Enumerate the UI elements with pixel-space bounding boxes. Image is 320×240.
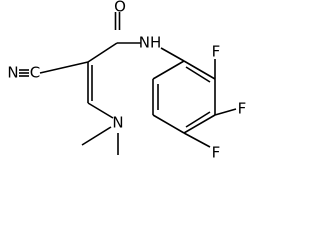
- atom-label-fluorine-3: F: [238, 100, 247, 118]
- chemical-structure-diagram: O NH N C N F F F: [7, 0, 246, 162]
- bond-amine-methyl-2: [81, 126, 112, 146]
- bond-layer: [19, 12, 237, 155]
- bond-c4-f: [183, 132, 211, 148]
- bond-ring-inner-1: [185, 66, 211, 83]
- atom-label-amide-nitrogen: NH: [139, 34, 162, 52]
- bond-carbonyl-alpha: [87, 42, 118, 63]
- bond-nh-ring: [160, 47, 185, 62]
- bond-ring-c6-c1: [152, 60, 185, 80]
- atom-label-fluorine-2: F: [212, 43, 221, 61]
- atom-label-oxygen: O: [114, 0, 126, 16]
- bond-vinyl-amine: [87, 102, 114, 119]
- bond-alpha-nitrile: [39, 61, 89, 74]
- bond-c3-f: [214, 108, 237, 116]
- atom-label-nitrile-carbon: C: [30, 64, 40, 82]
- bond-ring-inner-2: [185, 111, 211, 128]
- atom-label-layer: O NH N C N F F F: [7, 0, 246, 162]
- bond-ring-c1-c2: [183, 60, 216, 80]
- bond-ring-c4-c5: [152, 114, 185, 134]
- atom-label-amine-nitrogen: N: [112, 114, 123, 132]
- atom-label-fluorine-4: F: [212, 144, 221, 162]
- atom-label-nitrile-nitrogen: N: [7, 64, 18, 82]
- bond-ring-c3-c4: [183, 114, 216, 134]
